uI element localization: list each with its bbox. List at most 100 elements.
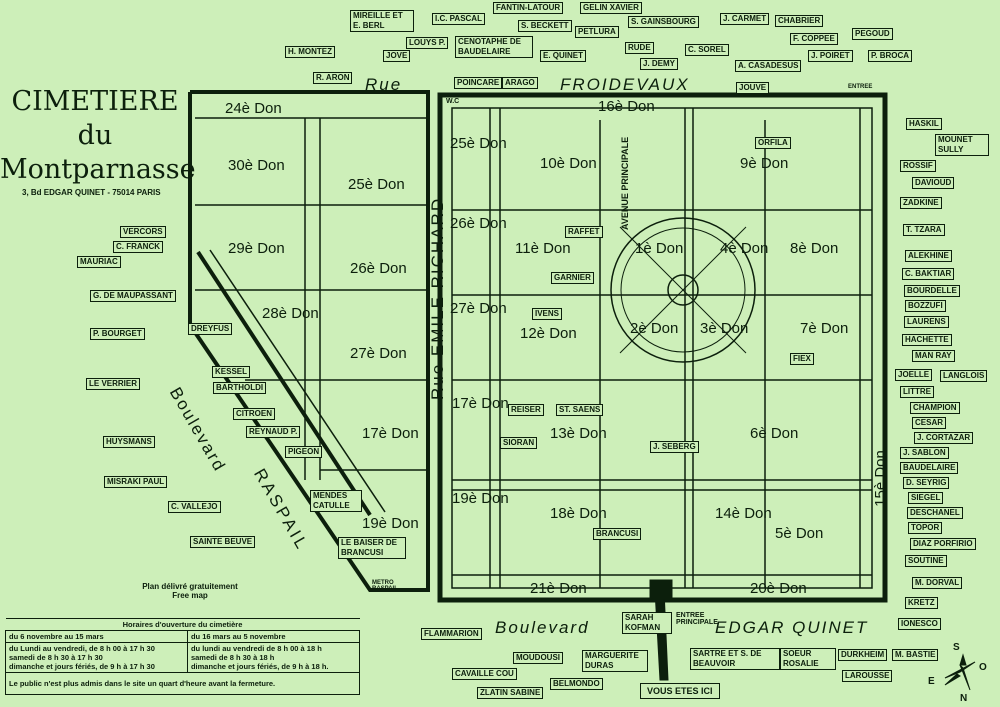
grave-label[interactable]: Cenotaphe de Baudelaire <box>455 36 533 58</box>
grave-label[interactable]: Hachette <box>902 334 952 346</box>
grave-label[interactable]: Sartre et S. de Beauvoir <box>690 648 780 670</box>
grave-label[interactable]: Brancusi <box>593 528 642 540</box>
grave-label[interactable]: Jouve <box>736 82 770 94</box>
grave-label[interactable]: Pegoud <box>852 28 893 40</box>
grave-label[interactable]: Siegel <box>908 492 944 504</box>
grave-label[interactable]: Raffet <box>565 226 603 238</box>
grave-label[interactable]: Laurens <box>904 316 949 328</box>
grave-label[interactable]: Garnier <box>551 272 594 284</box>
grave-label[interactable]: St. Saens <box>556 404 604 416</box>
grave-label[interactable]: Larousse <box>842 670 893 682</box>
grave-label[interactable]: Bartholdi <box>213 382 267 394</box>
grave-label[interactable]: Fiex <box>790 353 814 365</box>
grave-label[interactable]: Poincare <box>454 77 503 89</box>
grave-label[interactable]: Le Verrier <box>86 378 141 390</box>
grave-label[interactable]: Joelle <box>895 369 933 381</box>
grave-label[interactable]: R. Aron <box>313 72 353 84</box>
grave-label[interactable]: Citroen <box>233 408 275 420</box>
grave-label[interactable]: Ivens <box>532 308 563 320</box>
grave-label[interactable]: Petlura <box>575 26 619 38</box>
grave-label[interactable]: Bozzufi <box>905 300 946 312</box>
grave-label[interactable]: Misraki Paul <box>104 476 168 488</box>
grave-label[interactable]: Man Ray <box>912 350 955 362</box>
grave-label[interactable]: A. Casadesus <box>735 60 802 72</box>
main-entrance-label[interactable]: ENTREE PRINCIPALE <box>676 612 718 626</box>
grave-label[interactable]: Reiser <box>508 404 544 416</box>
grave-label[interactable]: Baudelaire <box>900 462 959 474</box>
grave-label[interactable]: Littre <box>900 386 934 398</box>
grave-label[interactable]: Langlois <box>940 370 988 382</box>
grave-label[interactable]: Topor <box>908 522 943 534</box>
grave-label[interactable]: C. Baktiar <box>902 268 955 280</box>
grave-label[interactable]: Sainte Beuve <box>190 536 256 548</box>
grave-label[interactable]: Flammarion <box>421 628 482 640</box>
division-label: 26è Don <box>350 260 407 277</box>
grave-label[interactable]: Moudousi <box>513 652 563 664</box>
grave-label[interactable]: Sarah Kofman <box>622 612 672 634</box>
grave-label[interactable]: I.C. Pascal <box>432 13 485 25</box>
grave-label[interactable]: Alekhine <box>905 250 952 262</box>
street-rue: Rue <box>365 75 403 94</box>
grave-label[interactable]: Mauriac <box>77 256 121 268</box>
grave-label[interactable]: P. Broca <box>868 50 913 62</box>
grave-label[interactable]: M. Dorval <box>912 577 963 589</box>
grave-label[interactable]: Davioud <box>912 177 955 189</box>
grave-label[interactable]: J. Seberg <box>650 441 699 453</box>
grave-label[interactable]: Belmondo <box>550 678 603 690</box>
grave-label[interactable]: J. Carmet <box>720 13 770 25</box>
grave-label[interactable]: Orfila <box>755 137 791 149</box>
grave-label[interactable]: S. Gainsbourg <box>628 16 699 28</box>
grave-label[interactable]: Chabrier <box>775 15 824 27</box>
grave-label[interactable]: Sioran <box>500 437 538 449</box>
grave-label[interactable]: Mendes Catulle <box>310 490 362 512</box>
grave-label[interactable]: Kretz <box>905 597 938 609</box>
grave-label[interactable]: Cesar <box>912 417 947 429</box>
grave-label[interactable]: Soeur Rosalie <box>780 648 836 670</box>
grave-label[interactable]: G. de Maupassant <box>90 290 176 302</box>
grave-label[interactable]: Gelin Xavier <box>580 2 642 14</box>
grave-label[interactable]: H. Montez <box>285 46 335 58</box>
grave-label[interactable]: S. Beckett <box>518 20 572 32</box>
grave-label[interactable]: Huysmans <box>103 436 155 448</box>
grave-label[interactable]: Diaz Porfirio <box>910 538 976 550</box>
grave-label[interactable]: Bourdelle <box>904 285 960 297</box>
grave-label[interactable]: J. Cortazar <box>914 432 974 444</box>
grave-label[interactable]: Rossif <box>900 160 936 172</box>
grave-label[interactable]: Mounet Sully <box>935 134 989 156</box>
grave-label[interactable]: J. Demy <box>640 58 679 70</box>
grave-label[interactable]: C. Sorel <box>685 44 729 56</box>
division-label: 24è Don <box>225 100 282 117</box>
grave-label[interactable]: Fantin-Latour <box>493 2 564 14</box>
grave-label[interactable]: Mireille et E. Berl <box>350 10 414 32</box>
grave-label[interactable]: Jove <box>383 50 411 62</box>
grave-label[interactable]: Kessel <box>212 366 251 378</box>
grave-label[interactable]: Pigeon <box>285 446 323 458</box>
grave-label[interactable]: Arago <box>502 77 538 89</box>
grave-label[interactable]: Champion <box>910 402 960 414</box>
grave-label[interactable]: P. Bourget <box>90 328 145 340</box>
grave-label[interactable]: Deschanel <box>907 507 963 519</box>
grave-label[interactable]: Soutine <box>905 555 947 567</box>
grave-label[interactable]: le Baiser de Brancusi <box>338 537 406 559</box>
grave-label[interactable]: D. Seyrig <box>903 477 950 489</box>
grave-label[interactable]: J. Sablon <box>900 447 949 459</box>
grave-label[interactable]: J. Poiret <box>808 50 853 62</box>
grave-label[interactable]: F. Coppee <box>790 33 838 45</box>
grave-label[interactable]: Zlatin Sabine <box>477 687 544 699</box>
grave-label[interactable]: Zadkine <box>900 197 942 209</box>
grave-label[interactable]: Durkheim <box>838 649 888 661</box>
grave-label[interactable]: Louys P. <box>406 37 449 49</box>
grave-label[interactable]: Haskil <box>906 118 942 130</box>
grave-label[interactable]: M. Bastie <box>892 649 939 661</box>
grave-label[interactable]: C. Vallejo <box>168 501 221 513</box>
grave-label[interactable]: Vercors <box>120 226 166 238</box>
grave-label[interactable]: Dreyfus <box>188 323 233 335</box>
grave-label[interactable]: C. Franck <box>113 241 163 253</box>
grave-label[interactable]: T. Tzara <box>903 224 945 236</box>
grave-label[interactable]: Cavaille Cou <box>452 668 517 680</box>
grave-label[interactable]: E. Quinet <box>540 50 587 62</box>
grave-label[interactable]: Reynaud P. <box>246 426 301 438</box>
grave-label[interactable]: Ionesco <box>898 618 941 630</box>
grave-label[interactable]: Marguerite Duras <box>582 650 648 672</box>
grave-label[interactable]: Rude <box>625 42 654 54</box>
